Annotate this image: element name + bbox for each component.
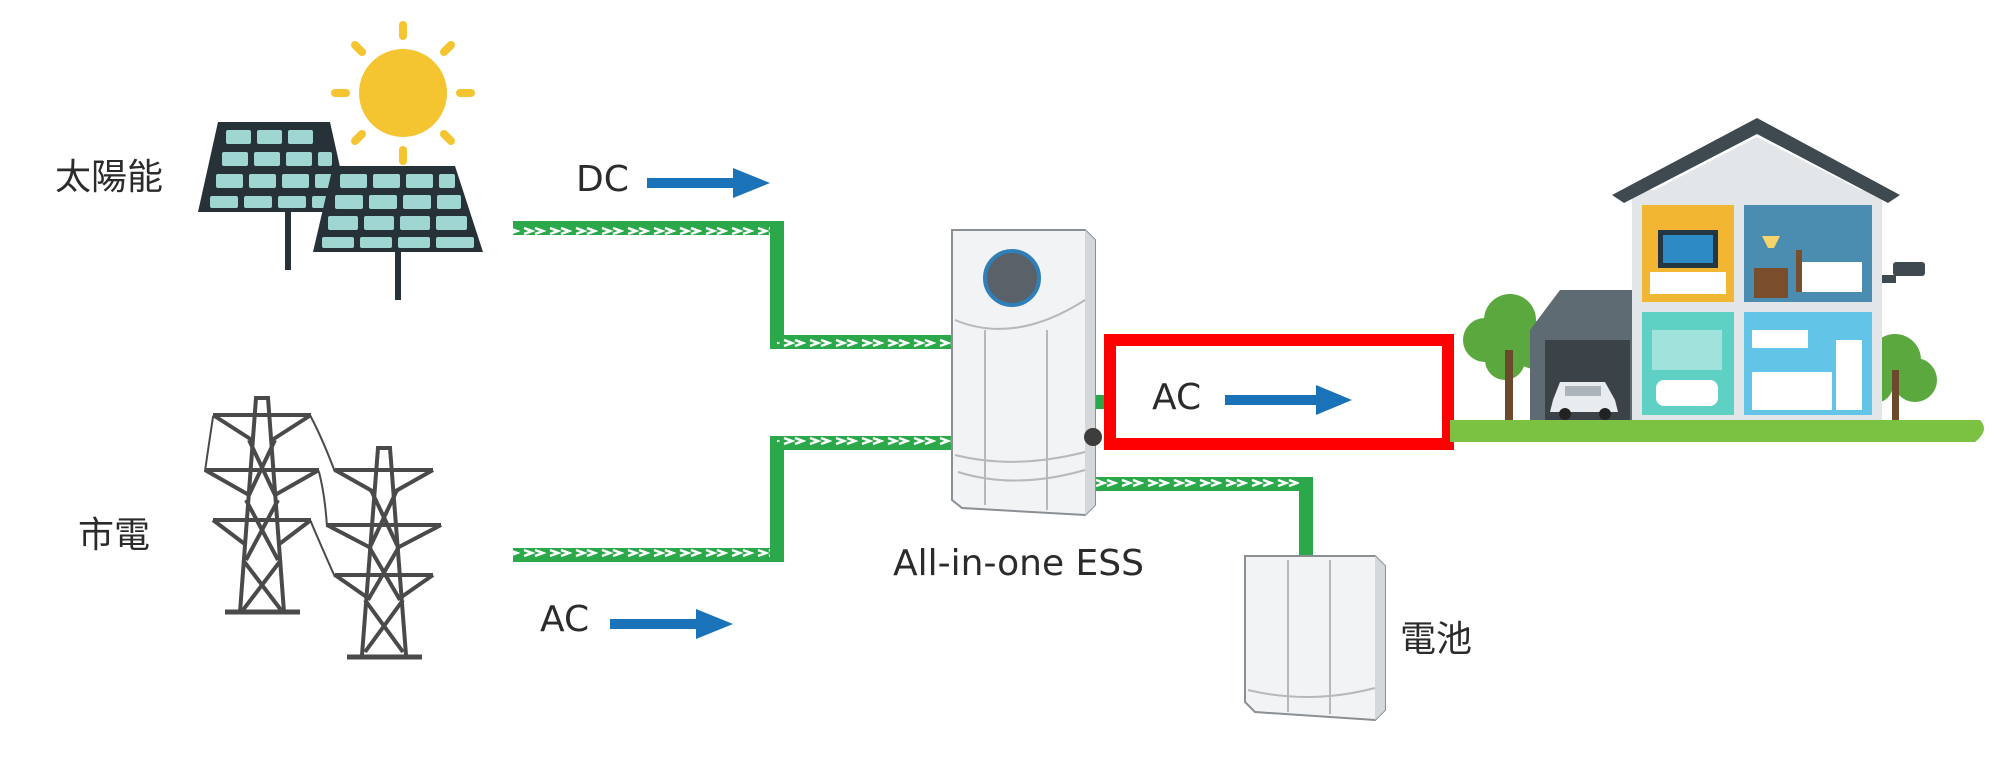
battery-cable xyxy=(1093,477,1313,557)
ess-cabinet-icon xyxy=(951,229,1102,517)
ac-output-highlight-box[interactable] xyxy=(1104,334,1454,450)
solar-cable xyxy=(513,221,957,349)
battery-cabinet-icon xyxy=(1244,555,1386,722)
ess-label: All-in-one ESS xyxy=(893,543,1144,584)
grid-label: 市電 xyxy=(78,515,151,556)
sun-icon xyxy=(331,21,475,165)
car-icon xyxy=(1550,382,1618,420)
power-tower-icon xyxy=(204,396,442,660)
ground xyxy=(1450,420,1984,442)
arrow-right-icon xyxy=(610,609,733,639)
arrow-right-icon xyxy=(1225,385,1352,415)
solar-label: 太陽能 xyxy=(55,157,164,198)
grid-cable xyxy=(513,436,957,562)
battery-label: 電池 xyxy=(1400,619,1473,660)
house-icon xyxy=(1463,118,1937,420)
ac-output-label: AC xyxy=(1152,377,1202,418)
ac-input-label: AC xyxy=(540,599,590,640)
dc-label: DC xyxy=(576,159,629,200)
solar-panel-icon xyxy=(198,122,483,300)
arrow-right-icon xyxy=(647,168,770,198)
